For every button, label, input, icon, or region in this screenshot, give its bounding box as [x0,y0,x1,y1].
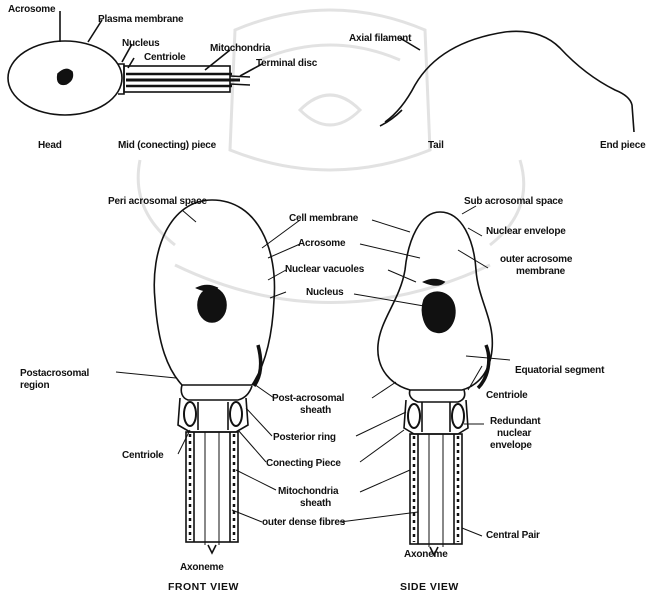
label-acrosome-middle: Acrosome [298,238,345,249]
label-outer-acrosome-membrane-2: membrane [516,266,565,277]
label-axoneme-side: Axoneme [404,549,448,560]
watermark-seal [138,10,524,303]
side-nucleus-vacuole [424,280,444,286]
label-mid-piece: Mid (conecting) piece [118,140,216,151]
top-tail [385,31,634,132]
label-postacrosomal-region-2: region [20,380,49,391]
label-end-piece: End piece [600,140,645,151]
label-central-pair: Central Pair [486,530,540,541]
caption-front-view: FRONT VIEW [168,582,239,593]
label-redundant-1: Redundant [490,416,540,427]
label-mitochondria-sheath-2: sheath [300,498,331,509]
side-nucleus [423,292,455,332]
front-nucleus [198,288,226,322]
label-centriole-side: Centriole [486,390,528,401]
label-axoneme-front: Axoneme [180,562,224,573]
label-nucleus-middle: Nucleus [306,287,344,298]
label-tail: Tail [428,140,444,151]
label-conecting-piece: Conecting Piece [266,458,341,469]
label-mitochondria-sheath-1: Mitochondria [278,486,338,497]
top-sperm [8,11,634,132]
label-redundant-3: envelope [490,440,532,451]
label-terminal-disc: Terminal disc [256,58,317,69]
label-post-acrosomal-sheath-1: Post-acrosomal [272,393,344,404]
label-peri-acrosomal-space: Peri acrosomal space [108,196,207,207]
label-head: Head [38,140,62,151]
label-nuclear-envelope: Nuclear envelope [486,226,566,237]
top-nucleus-blob [58,69,73,84]
side-view-art [378,212,493,555]
label-sub-acrosomal-space: Sub acrosomal space [464,196,563,207]
label-nucleus-top: Nucleus [122,38,160,49]
label-axial-filament: Axial filament [349,33,411,44]
label-postacrosomal-region-1: Postacrosomal [20,368,89,379]
label-outer-dense-fibres: outer dense fibres [262,517,345,528]
label-plasma-membrane: Plasma membrane [98,14,183,25]
label-mitochondria-top: Mitochondria [210,43,270,54]
label-acrosome-top: Acrosome [8,4,55,15]
label-post-acrosomal-sheath-2: sheath [300,405,331,416]
label-redundant-2: nuclear [497,428,531,439]
label-posterior-ring: Posterior ring [273,432,336,443]
front-view-art [154,200,274,553]
label-nuclear-vacuoles: Nuclear vacuoles [285,264,364,275]
label-equatorial-segment: Equatorial segment [515,365,604,376]
caption-side-view: SIDE VIEW [400,582,459,593]
label-cell-membrane: Cell membrane [289,213,358,224]
label-centriole-front: Centriole [122,450,164,461]
label-outer-acrosome-membrane-1: outer acrosome [500,254,572,265]
label-centriole-top: Centriole [144,52,186,63]
